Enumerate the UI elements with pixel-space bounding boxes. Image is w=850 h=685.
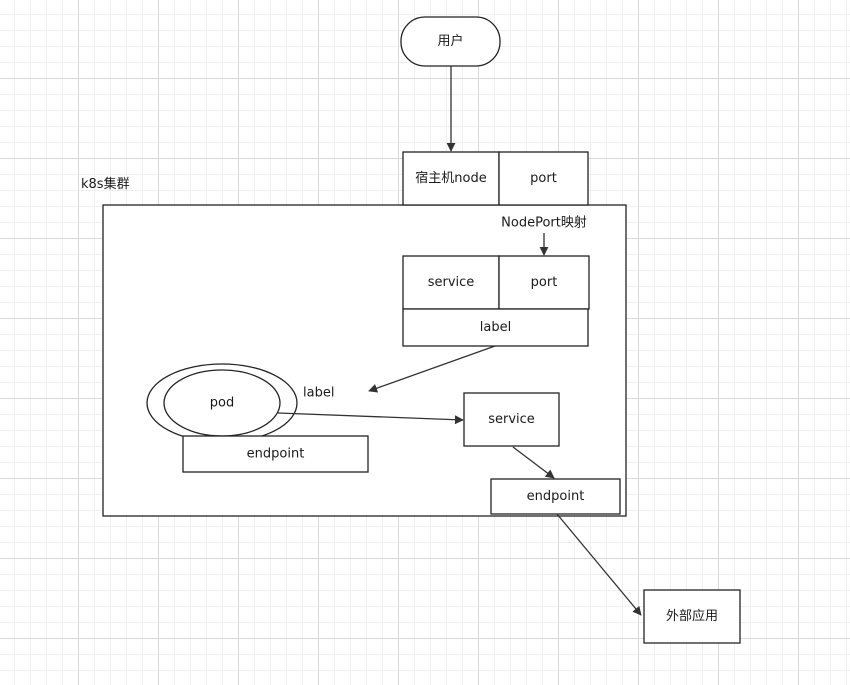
host-port-box bbox=[498, 151, 589, 206]
host-node-box bbox=[402, 151, 500, 206]
external-app-label: 外部应用 bbox=[666, 608, 718, 624]
cluster-label: k8s集群 bbox=[81, 176, 130, 192]
pod-endpoint-label: endpoint bbox=[247, 447, 305, 462]
edge-service-b-to-endpoint-b bbox=[512, 446, 555, 479]
endpoint-b-box bbox=[490, 478, 621, 515]
host-port-label: port bbox=[530, 171, 557, 186]
endpoint-b-label: endpoint bbox=[527, 489, 585, 504]
nodeport-mapping-label: NodePort映射 bbox=[501, 215, 587, 231]
external-app-box bbox=[643, 589, 741, 644]
service-a-label: service bbox=[428, 275, 475, 290]
service-b-box bbox=[463, 392, 560, 447]
user-node-label: 用户 bbox=[437, 33, 463, 49]
service-a-selector-box bbox=[402, 308, 589, 347]
service-a-selector-label: label bbox=[480, 320, 511, 335]
label-selector-edge-label: label bbox=[303, 386, 334, 401]
edge-endpoint-b-to-external-app bbox=[556, 513, 642, 616]
pod-endpoint-box bbox=[182, 435, 369, 473]
edge-label-to-pod bbox=[368, 345, 496, 393]
edge-pod-to-service-b bbox=[277, 412, 464, 425]
host-node-label: 宿主机node bbox=[415, 170, 486, 186]
service-a-port-label: port bbox=[531, 275, 558, 290]
pod-label: pod bbox=[210, 396, 234, 411]
service-b-label: service bbox=[488, 412, 535, 427]
